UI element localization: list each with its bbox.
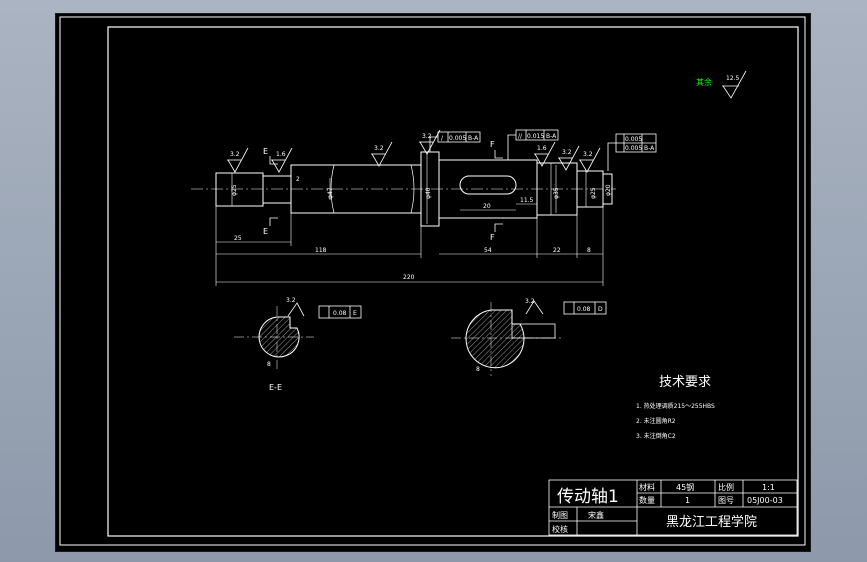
- sf-keyway: 1.6: [537, 145, 547, 152]
- material-label: 材料: [639, 482, 655, 492]
- tol3-ref: B-A: [644, 145, 655, 152]
- sec-e-sf: 3.2: [286, 297, 296, 304]
- section-f-view: 0.08 D 3.2 8: [451, 298, 607, 376]
- dim-len-total: 220: [403, 274, 415, 281]
- dimension-lines: [215, 154, 604, 286]
- sec-e-bot: E: [263, 227, 268, 236]
- sf-e-left: 3.2: [230, 151, 240, 158]
- sec-e-dim: 8: [267, 361, 271, 368]
- drawing-no-label: 图号: [718, 496, 734, 505]
- cad-viewport[interactable]: 其余 12.5: [55, 13, 811, 552]
- sf-mid: 3.2: [374, 145, 384, 152]
- dimension-texts: 25 118 54 22 8 220 20 11.5 φ47 φ40 φ35 φ…: [231, 176, 612, 281]
- sec-e-tol-ref: E: [353, 310, 357, 317]
- dim-len-right-mid: 54: [484, 247, 492, 254]
- quantity-value: 1: [685, 496, 690, 505]
- sf-right-b: 3.2: [583, 151, 593, 158]
- surface-finish-symbols: [227, 129, 601, 173]
- tol3a-val: 0.005: [625, 136, 642, 143]
- dim-len-key: 20: [483, 203, 491, 210]
- sec-f-tol: 0.08: [577, 306, 591, 313]
- other-finish-note: 其余 12.5: [696, 70, 747, 99]
- drawn-label: 制图: [552, 510, 568, 520]
- sec-e-tol: 0.08: [333, 310, 347, 317]
- dim-len-22: 22: [553, 247, 561, 254]
- dim-d-left: φ25: [231, 184, 238, 196]
- dim-d-47: φ47: [327, 187, 334, 199]
- checked-label: 校核: [552, 524, 568, 534]
- sf-right-a: 3.2: [562, 149, 572, 156]
- dim-d-40: φ40: [425, 187, 432, 199]
- tolerance-frames: [429, 129, 657, 171]
- sec-f-top: F: [490, 140, 495, 149]
- tol3b-val: 0.005: [625, 145, 642, 152]
- tol2-val: 0.015: [527, 133, 544, 140]
- tol1-val: 0.005: [449, 135, 466, 142]
- sec-e-top: E: [263, 147, 268, 156]
- tech-item-2: 2. 未注圆角R2: [636, 417, 676, 425]
- tol1-ref: B-A: [468, 135, 479, 142]
- sf-shoulder: 3.2: [422, 133, 432, 140]
- section-marker-labels: E E F F: [263, 140, 495, 242]
- drawing-no-value: 05J00-03: [747, 496, 783, 505]
- tol1-sym: /: [441, 135, 444, 142]
- scale-value: 1:1: [762, 483, 775, 492]
- sf-e-right: 1.6: [276, 151, 286, 158]
- dim-len-118: 118: [315, 247, 327, 254]
- dim-len-8: 8: [587, 247, 591, 254]
- tech-title: 技术要求: [659, 375, 711, 390]
- title-block-texts: 传动轴1 材料 45钢 比例 1:1 数量 1 图号 05J00-03 制图 宋…: [552, 482, 783, 534]
- drawn-value: 宋鑫: [588, 510, 604, 520]
- material-value: 45钢: [676, 482, 694, 492]
- tolerance-texts: / 0.005 B-A // 0.015 B-A 0.005 0.005 B-A: [441, 133, 655, 152]
- sec-f-dim: 8: [476, 366, 480, 373]
- outer-frame: [59, 16, 806, 546]
- school-name: 黑龙江工程学院: [666, 514, 757, 530]
- other-finish-label: 其余: [696, 77, 712, 87]
- dim-len-11-5: 11.5: [520, 197, 534, 204]
- sec-f-bot: F: [490, 233, 495, 242]
- quantity-label: 数量: [639, 495, 655, 505]
- dim-d-35: φ35: [553, 187, 560, 199]
- shaft-outline: [191, 151, 616, 227]
- title-block: [548, 479, 798, 536]
- dim-len-left: 25: [234, 235, 242, 242]
- surface-finish-values: 3.2 1.6 3.2 3.2 1.6 3.2 3.2: [230, 133, 593, 158]
- dim-d-25: φ25: [590, 187, 597, 199]
- section-markers: [269, 150, 503, 232]
- tol2-ref: B-A: [546, 133, 557, 140]
- tech-item-3: 3. 未注倒角C2: [636, 432, 676, 440]
- tech-item-1: 1. 热处理调质215～255HBS: [636, 402, 715, 410]
- other-finish-value: 12.5: [726, 75, 740, 82]
- shaft-drawing: 其余 12.5: [59, 16, 806, 546]
- sec-e-title: E-E: [269, 383, 282, 392]
- dim-d-2: 2: [296, 176, 300, 183]
- inner-frame: [107, 26, 799, 537]
- section-e-view: 0.08 E 3.2 8 E-E: [234, 297, 362, 392]
- technical-requirements: 技术要求 1. 热处理调质215～255HBS 2. 未注圆角R2 3. 未注倒…: [636, 375, 715, 440]
- sec-f-sf: 3.2: [525, 298, 535, 305]
- part-name: 传动轴1: [557, 487, 619, 507]
- sec-f-tol-ref: D: [598, 306, 603, 313]
- tol2-sym: //: [518, 133, 523, 140]
- scale-label: 比例: [718, 482, 734, 492]
- dim-d-small: φ20: [605, 184, 612, 196]
